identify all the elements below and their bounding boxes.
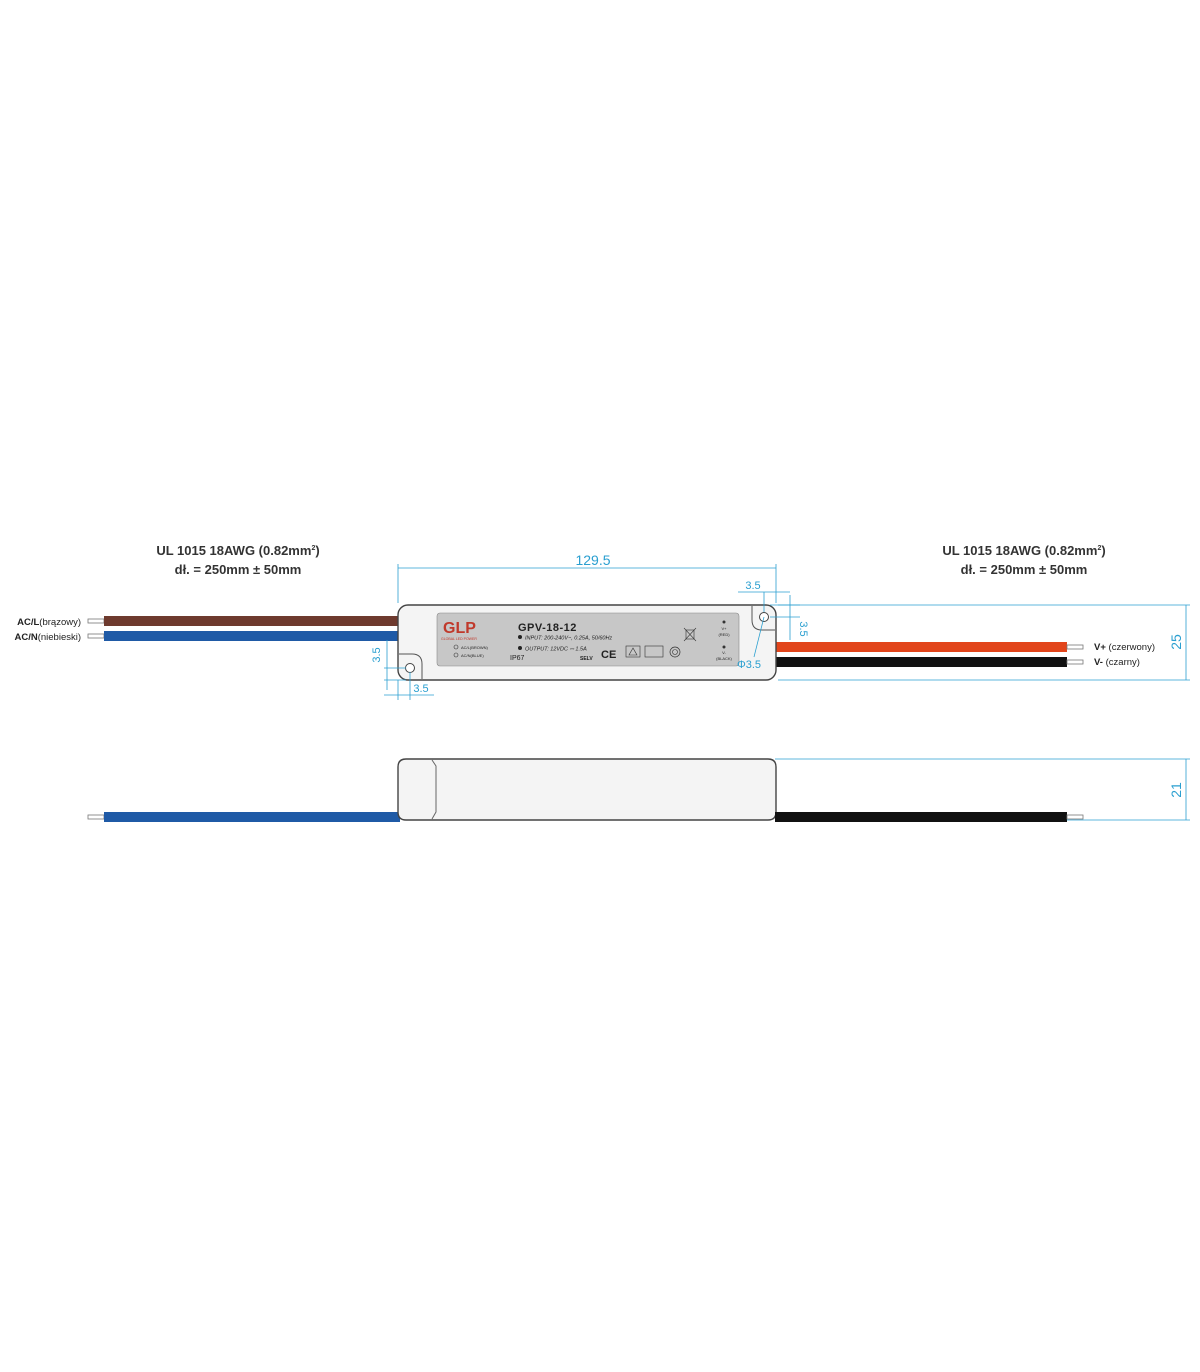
black-wire-tip	[1066, 659, 1084, 665]
input-rating: INPUT: 200-240V~, 0.25A, 50/60Hz	[525, 636, 612, 642]
dim-hole-side-value: 3.5	[797, 621, 809, 636]
dim-height-value: 21	[1168, 782, 1184, 798]
vminus-wire-label: V- (czarny)	[1094, 657, 1140, 668]
ip-rating: IP67	[510, 655, 525, 662]
vminus-dot-icon	[722, 645, 726, 649]
label-vplus-color: (RED)	[718, 632, 730, 637]
acn-dot-icon	[453, 652, 459, 658]
ce-mark-icon: CE	[601, 649, 616, 661]
selv-mark: SELV	[580, 656, 593, 662]
side-case-step	[431, 759, 437, 820]
mounting-tab-left	[399, 653, 423, 679]
weee-bin-icon	[685, 629, 695, 640]
vplus-wire-label: V+ (czerwony)	[1094, 642, 1155, 653]
side-black-wire	[775, 812, 1067, 822]
right-cable-spec-line1: UL 1015 18AWG (0.82mm2)	[942, 543, 1105, 558]
blue-wire-tip	[87, 633, 105, 639]
dim-length-value: 129.5	[575, 552, 610, 568]
recycle-icon	[669, 646, 681, 658]
vplus-dot-icon	[722, 620, 726, 624]
dim-diameter-value: Φ3.5	[737, 659, 761, 671]
side-blue-wire-tip	[87, 814, 105, 820]
input-wires-top-view	[87, 616, 400, 641]
acl-wire-label: AC/L(brązowy)	[17, 617, 81, 628]
side-black-wire-tip	[1066, 814, 1084, 820]
brand-logo: GLP	[443, 620, 476, 637]
class-mark-icon	[644, 645, 664, 658]
output-wires-top-view	[775, 642, 1084, 667]
red-wire-tip	[1066, 644, 1084, 650]
output-rating: OUTPUT: 12VDC ⎓ 1.5A	[525, 647, 587, 653]
brown-wire-tip	[87, 618, 105, 624]
recycle-icon-inner	[672, 649, 678, 655]
right-cable-spec-line2: dł. = 250mm ± 50mm	[961, 562, 1088, 577]
label-vplus: V+	[721, 626, 727, 631]
red-wire	[775, 642, 1067, 652]
mounting-hole-left	[405, 663, 415, 673]
left-cable-spec-line1: UL 1015 18AWG (0.82mm2)	[156, 543, 319, 558]
acn-wire-label: AC/N(niebieski)	[14, 632, 81, 643]
dim-hole-top-value: 3.5	[745, 580, 760, 592]
blue-wire	[104, 631, 400, 641]
model-number: GPV-18-12	[518, 622, 577, 634]
label-ac-brown: AC/L(BROWN)	[461, 645, 489, 650]
side-case-outline	[397, 758, 777, 821]
dim-left-vertical-value: 3.5	[371, 647, 383, 662]
power-supply-side-view	[87, 758, 1084, 822]
dim-left-horizontal-value: 3.5	[413, 683, 428, 695]
certification-icon	[625, 645, 641, 658]
weee-cross-2	[683, 627, 697, 642]
output-bullet	[518, 646, 522, 650]
label-ac-blue: AC/N(BLUE)	[461, 653, 484, 658]
side-blue-wire	[104, 812, 400, 822]
label-vminus: V-	[722, 650, 726, 655]
warning-triangle-icon	[628, 647, 638, 656]
left-cable-spec-line2: dł. = 250mm ± 50mm	[175, 562, 302, 577]
dimension-lines	[384, 564, 1190, 821]
input-bullet	[518, 635, 522, 639]
brand-subtitle: GLOBAL LED POWER	[441, 637, 477, 641]
power-supply-top-view: GLP GLOBAL LED POWER GPV-18-12 INPUT: 20…	[397, 604, 777, 681]
black-wire	[775, 657, 1067, 667]
brown-wire	[104, 616, 400, 626]
dim-width-value: 25	[1168, 634, 1184, 650]
mounting-tab-right	[751, 606, 775, 631]
product-label	[436, 612, 740, 667]
dim-diameter-leader	[753, 616, 765, 658]
label-vminus-color: (BLACK)	[716, 656, 732, 661]
acl-dot-icon	[453, 644, 459, 650]
